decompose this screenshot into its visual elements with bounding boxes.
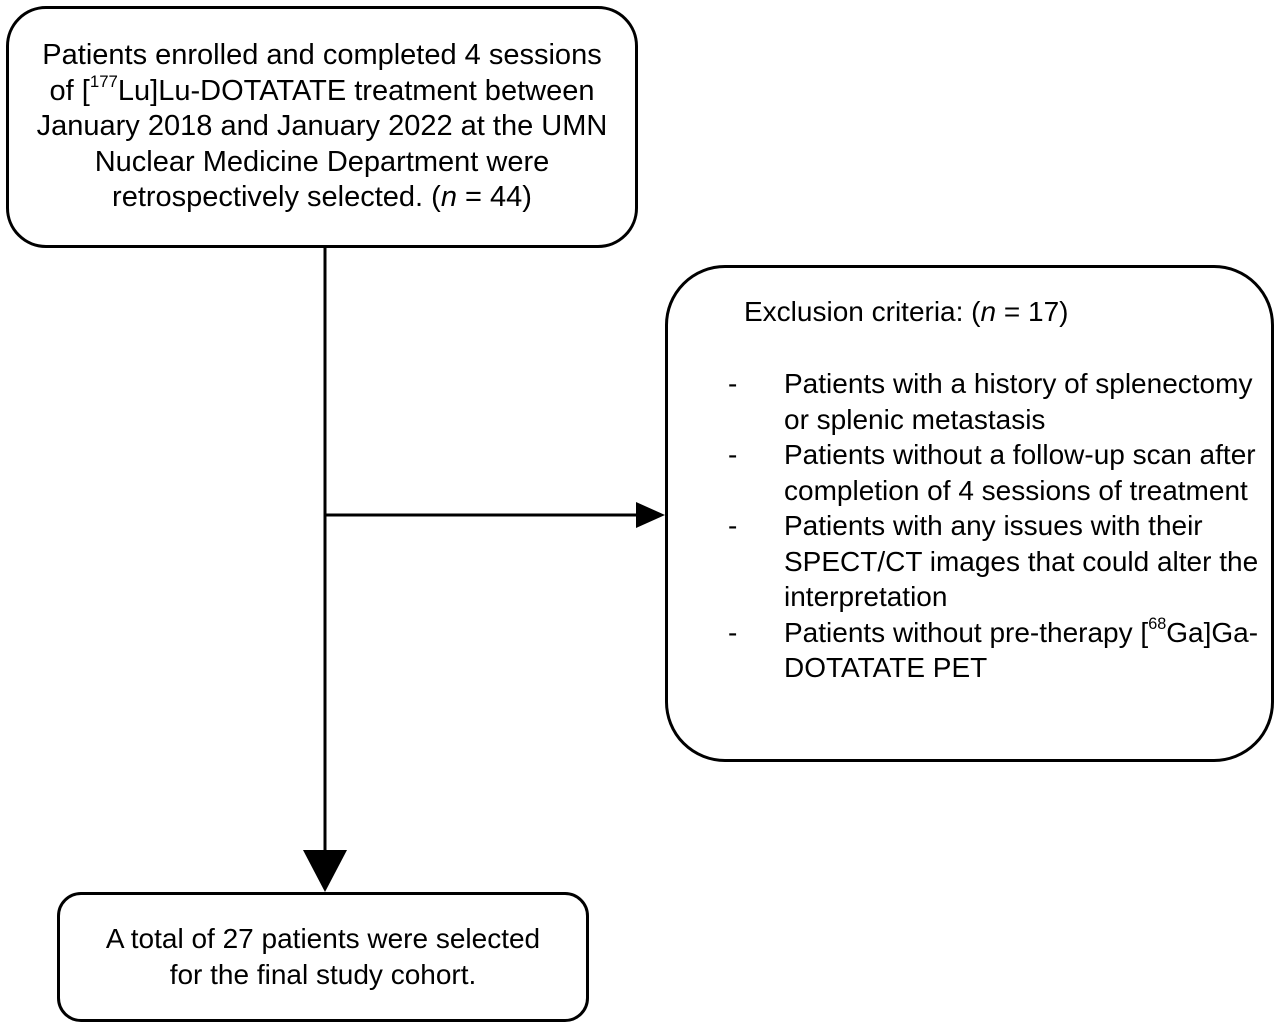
- exclusion-item-no-pet: - Patients without pre-therapy [68Ga]Ga-…: [668, 615, 1274, 686]
- bullet-dash: -: [728, 616, 738, 648]
- enrolled-patients-box: Patients enrolled and completed 4 sessio…: [6, 6, 638, 248]
- arrowhead-to-exclusion: [636, 502, 665, 528]
- bullet-dash: -: [728, 439, 738, 470]
- bullet-dash: -: [728, 368, 738, 399]
- final-cohort-box: A total of 27 patients were selected for…: [57, 892, 589, 1022]
- enrolled-count: = 44): [456, 181, 532, 214]
- enrolled-patients-text: Patients enrolled and completed 4 sessio…: [22, 38, 622, 216]
- lu177-superscript: 177: [89, 71, 118, 91]
- exclusion-n-symbol: n: [980, 296, 997, 327]
- exclusion-heading-pre: Exclusion criteria: (: [744, 296, 981, 327]
- enrolled-line-5-pre: retrospectively selected. (: [112, 181, 441, 214]
- enrolled-line-4: Nuclear Medicine Department were: [94, 145, 550, 178]
- final-cohort-line-2: for the final study cohort.: [169, 959, 477, 990]
- exclusion-count: = 17): [996, 296, 1069, 327]
- enrolled-n-symbol: n: [440, 181, 457, 214]
- enrolled-line-2-post: Lu]Lu-DOTATATE treatment between: [117, 74, 595, 107]
- ga68-superscript: 68: [1148, 614, 1167, 633]
- final-cohort-text: A total of 27 patients were selected for…: [106, 921, 540, 993]
- arrowhead-to-final: [303, 850, 347, 892]
- exclusion-item-text-pre: Patients without pre-therapy [: [784, 616, 1149, 648]
- exclusion-item-no-followup: - Patients without a follow-up scan afte…: [668, 437, 1274, 508]
- exclusion-criteria-heading: Exclusion criteria: (n = 17): [744, 294, 1068, 330]
- enrolled-line-3: January 2018 and January 2022 at the UMN: [36, 110, 608, 143]
- exclusion-item-spect-ct-issues: - Patients with any issues with their SP…: [668, 508, 1274, 615]
- enrolled-line-1: Patients enrolled and completed 4 sessio…: [42, 39, 602, 72]
- exclusion-item-text: Patients with a history of splenectomy o…: [784, 368, 1253, 435]
- exclusion-item-splenectomy: - Patients with a history of splenectomy…: [668, 366, 1274, 437]
- exclusion-criteria-box: Exclusion criteria: (n = 17) - Patients …: [665, 265, 1274, 762]
- exclusion-criteria-list: - Patients with a history of splenectomy…: [668, 366, 1274, 686]
- exclusion-item-text: Patients without a follow-up scan after …: [784, 439, 1256, 506]
- final-cohort-line-1: A total of 27 patients were selected: [105, 923, 541, 954]
- exclusion-item-text-post: Ga]Ga-DOTATATE PET: [784, 616, 1259, 684]
- bullet-dash: -: [728, 510, 738, 541]
- enrolled-line-2-pre: of [: [49, 74, 90, 107]
- exclusion-item-text: Patients with any issues with their SPEC…: [784, 510, 1259, 612]
